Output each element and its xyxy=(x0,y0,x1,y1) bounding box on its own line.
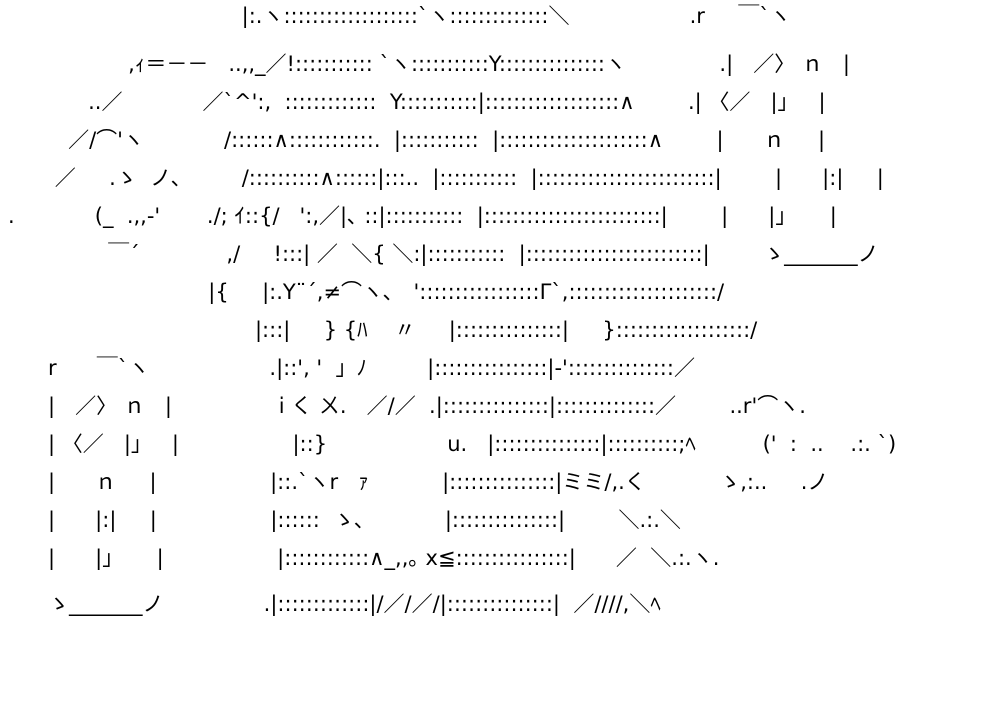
art-line: . (_ .,,-' ./; ｲ::{/ ':,／|､ ::|:::::::::… xyxy=(8,204,837,228)
art-line: ゝ_______ノ .|:::::::::::::|/／/／/|::::::::… xyxy=(8,592,661,616)
art-line: r ￣`ヽ .|::', ' 」ﾉ |::::::::::::::::|-'::… xyxy=(8,356,695,380)
art-line: ￣´ ,/ !:::| ／ ＼{ ＼:|::::::::::: |:::::::… xyxy=(8,242,879,266)
art-line: ／ .ゝ ノ､ /::::::::::∧::::::|:::.. |::::::… xyxy=(8,166,884,190)
art-line: | 〈／ |」 | |::} u. |:::::::::::::::|:::::… xyxy=(8,432,897,456)
art-line: ,ｨ＝－－ ..,,_／!::::::::::: `ヽ:::::::::::Y:… xyxy=(8,52,850,76)
art-line: | ／〉 ｎ | i く ㄨ. ／/／ .|:::::::::::::::|::… xyxy=(8,394,806,418)
art-line: ..／ ／`^':, ::::::::::::: Y:::::::::::|::… xyxy=(8,90,826,114)
art-line: |:::| } {ﾊ 〃 |:::::::::::::::| }::::::::… xyxy=(8,318,758,342)
art-line: | |」 | |::::::::::::∧_,,｡ x≦::::::::::::… xyxy=(8,546,720,570)
art-line: |{ |:.Y¨´,≠⌒ヽ､ ':::::::::::::::::Γ`,::::… xyxy=(8,280,725,304)
art-line: | |:| | |:::::: ゝ､ |:::::::::::::::| ＼.:… xyxy=(8,508,681,532)
art-line: |:.ヽ:::::::::::::::::::`ヽ::::::::::::::＼… xyxy=(8,4,791,28)
art-line: | ｎ | |::.`ヽr ｧ |:::::::::::::::|ミミ/,.く … xyxy=(8,470,829,494)
art-line: ／/⌒'ヽ /::::::∧::::::::::::. |:::::::::::… xyxy=(8,128,826,152)
